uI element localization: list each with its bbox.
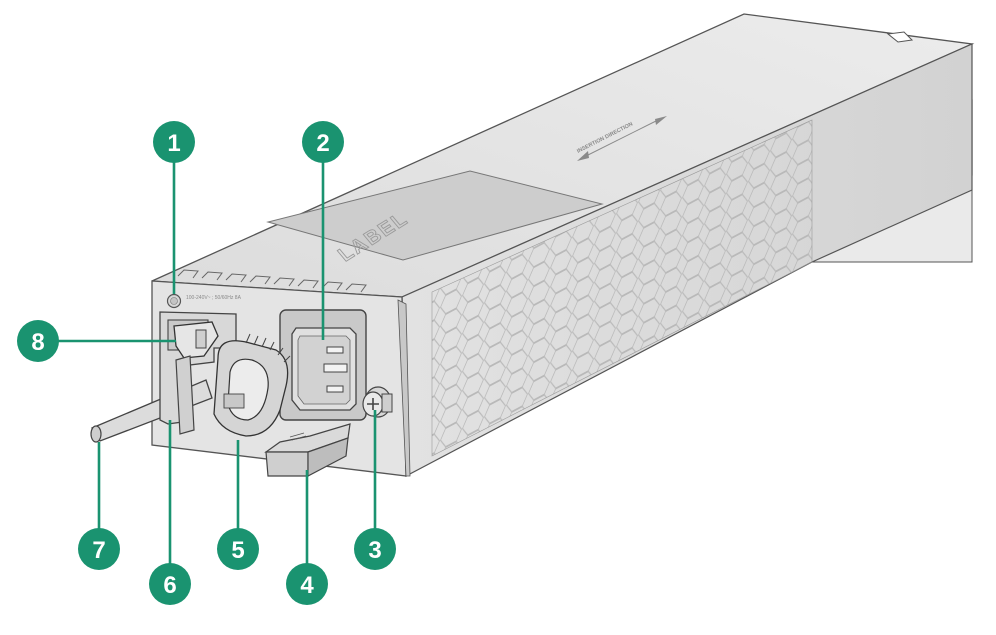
callout-5-number: 5 — [231, 537, 244, 564]
leader-lines — [56, 160, 377, 566]
callout-6: 6 — [149, 563, 191, 605]
callout-3-number: 3 — [368, 537, 381, 564]
callout-4: 4 — [286, 563, 328, 605]
callout-2-number: 2 — [316, 130, 329, 157]
callout-7: 7 — [78, 528, 120, 570]
cable-retention-assembly — [159, 311, 291, 437]
led-indicator — [166, 293, 182, 309]
callout-3: 3 — [354, 528, 396, 570]
power-receptacle — [279, 309, 367, 421]
callout-8-number: 8 — [31, 329, 44, 356]
callout-2: 2 — [302, 121, 344, 163]
callout-8: 8 — [17, 320, 59, 362]
callout-1: 1 — [153, 121, 195, 163]
rating-text: 100-240V~ ; 50/60Hz 8A — [186, 295, 242, 301]
latch-handle — [264, 423, 351, 477]
callout-4-number: 4 — [300, 572, 314, 599]
callout-7-number: 7 — [92, 537, 105, 564]
callout-5: 5 — [217, 528, 259, 570]
callout-1-number: 1 — [167, 130, 180, 157]
captive-screw — [362, 386, 393, 418]
callout-6-number: 6 — [163, 572, 176, 599]
